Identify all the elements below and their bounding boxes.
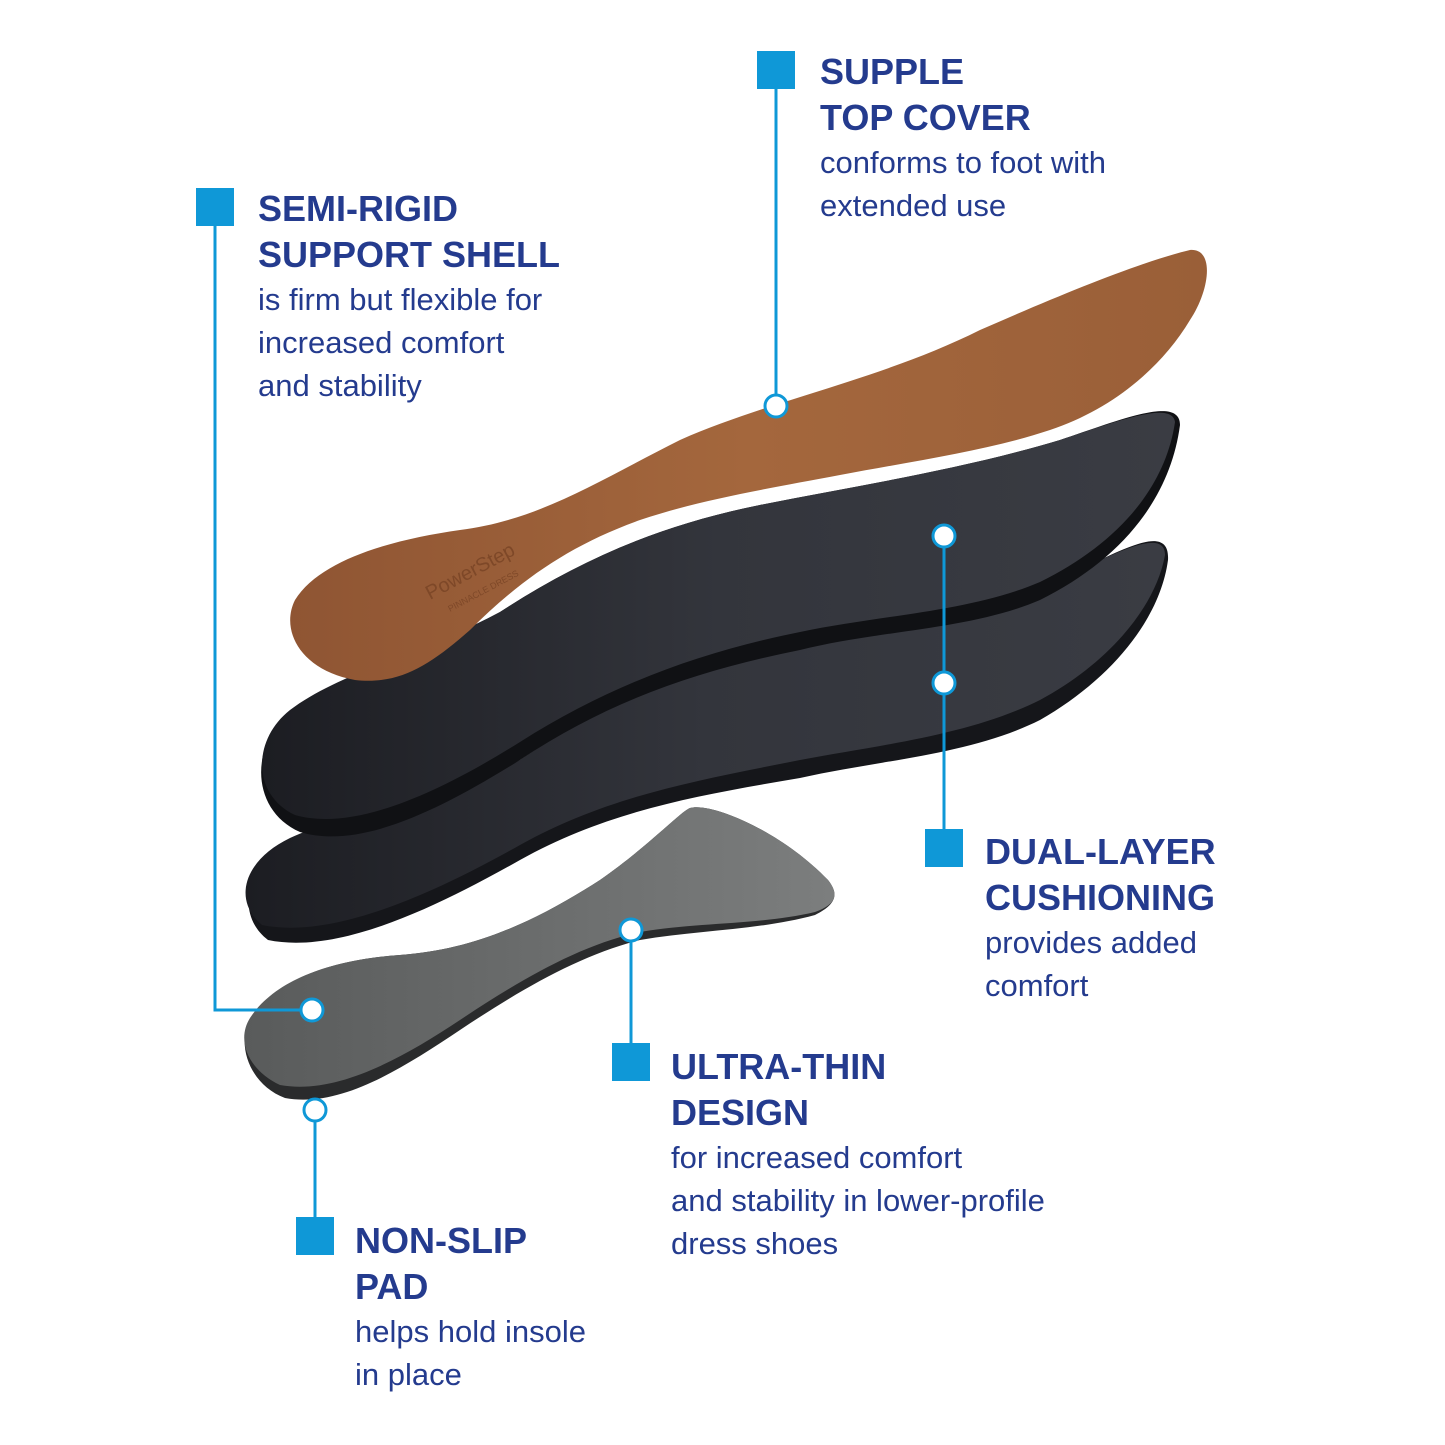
non-slip-desc-line-2: in place: [355, 1357, 462, 1392]
top-cover-layer: PowerStep PINNACLE DRESS: [290, 249, 1207, 681]
ultra-thin-desc-line-2: and stability in lower-profile: [671, 1183, 1045, 1218]
ultra-thin-marker: [612, 1043, 650, 1081]
shell-title-line-1: SEMI-RIGID: [258, 188, 459, 229]
non-slip-title-line-1: NON-SLIP: [355, 1220, 528, 1261]
callout-cushioning: DUAL-LAYER CUSHIONING provides added com…: [985, 829, 1216, 1007]
top-cover-title-line-1: SUPPLE: [820, 51, 965, 92]
ultra-thin-title-line-1: ULTRA-THIN: [671, 1046, 887, 1087]
non-slip-desc-line-1: helps hold insole: [355, 1314, 586, 1349]
callout-shell: SEMI-RIGID SUPPORT SHELL is firm but fle…: [258, 186, 560, 407]
shell-marker: [196, 188, 234, 226]
leader-lines: [213, 70, 946, 1236]
cushioning-title-line-2: CUSHIONING: [985, 877, 1216, 918]
cushioning-desc-line-2: comfort: [985, 968, 1089, 1003]
non-slip-pad-layer: [244, 807, 835, 1100]
callout-top-cover: SUPPLE TOP COVER conforms to foot with e…: [820, 49, 1106, 227]
ultra-thin-desc-line-1: for increased comfort: [671, 1140, 963, 1175]
anchor-dot-cushion-upper: [931, 523, 957, 549]
cushioning-marker: [925, 829, 963, 867]
shell-desc-line-3: and stability: [258, 368, 422, 403]
non-slip-title-line-2: PAD: [355, 1266, 429, 1307]
ultra-thin-desc-line-3: dress shoes: [671, 1226, 839, 1261]
cushioning-title-line-1: DUAL-LAYER: [985, 831, 1216, 872]
callout-non-slip: NON-SLIP PAD helps hold insole in place: [355, 1218, 586, 1396]
anchor-dot-top-cover: [763, 393, 789, 419]
cushioning-layer: [245, 541, 1169, 943]
anchor-dots: [299, 393, 957, 1123]
shell-title-line-2: SUPPORT SHELL: [258, 234, 561, 275]
top-cover-marker: [757, 51, 795, 89]
cushioning-desc-line-1: provides added: [985, 925, 1197, 960]
top-cover-desc-line-2: extended use: [820, 188, 1007, 223]
non-slip-marker: [296, 1217, 334, 1255]
anchor-dot-ultra-thin: [618, 917, 644, 943]
anchor-dot-cushion-lower: [931, 670, 957, 696]
top-cover-desc-line-1: conforms to foot with: [820, 145, 1107, 180]
shell-desc-line-2: increased comfort: [258, 325, 505, 360]
top-cover-title-line-2: TOP COVER: [820, 97, 1031, 138]
anchor-dot-shell: [299, 997, 325, 1023]
leader-shell: [213, 207, 300, 1012]
shell-desc-line-1: is firm but flexible for: [258, 282, 543, 317]
callout-ultra-thin: ULTRA-THIN DESIGN for increased comfort …: [671, 1044, 1045, 1265]
anchor-dot-non-slip: [302, 1097, 328, 1123]
support-shell-layer: [261, 411, 1180, 837]
ultra-thin-title-line-2: DESIGN: [671, 1092, 810, 1133]
